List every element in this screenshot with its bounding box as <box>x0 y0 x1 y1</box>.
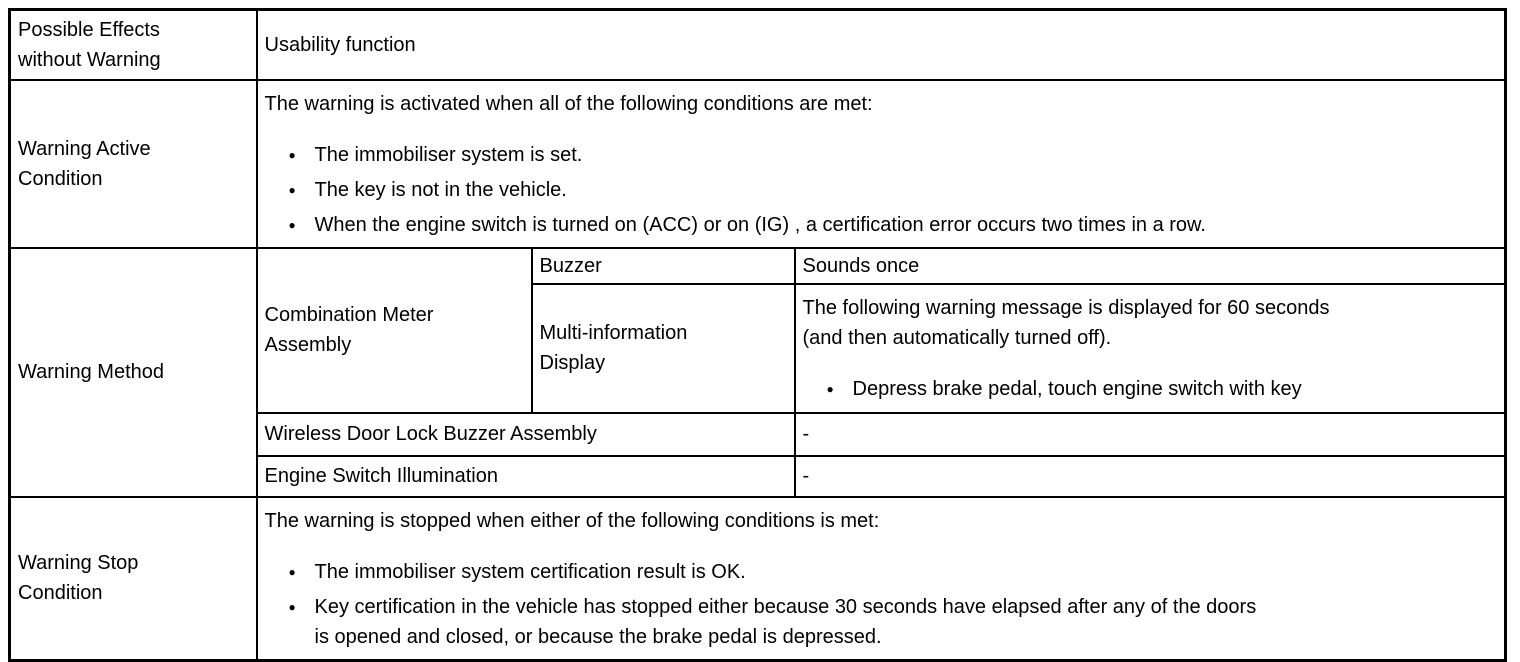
row-possible-effects: Possible Effects without Warning Usabili… <box>8 8 1507 81</box>
row-warning-method-buzzer: Warning Method Combination Meter Assembl… <box>8 246 1507 498</box>
warning-method-label-cell: Warning Method <box>8 246 258 498</box>
warning-active-bullet-list: The immobiliser system is set. The key i… <box>265 140 1498 240</box>
warning-stop-label-cell: Warning Stop Condition <box>8 495 258 661</box>
warning-active-bullet-3: When the engine switch is turned on (ACC… <box>265 210 1498 240</box>
multi-info-label: Multi-information Display <box>539 322 688 374</box>
wireless-door-value: - <box>802 423 810 445</box>
possible-effects-value-cell: Usability function <box>255 8 1507 81</box>
warning-method-label: Warning Method <box>18 361 164 383</box>
possible-effects-value: Usability function <box>264 33 416 56</box>
warning-active-intro: The warning is activated when all of the… <box>264 92 873 115</box>
row-warning-stop-condition: Warning Stop Condition The warning is st… <box>8 495 1507 661</box>
possible-effects-label: Possible Effects without Warning <box>18 18 161 71</box>
warning-stop-label: Warning Stop Condition <box>18 552 139 604</box>
engine-switch-label-cell: Engine Switch Illumination <box>255 454 796 498</box>
buzzer-label: Buzzer <box>539 254 602 277</box>
warning-function-table: Possible Effects without Warning Usabili… <box>8 8 1507 662</box>
wireless-door-label-cell: Wireless Door Lock Buzzer Assembly <box>255 411 796 457</box>
multi-info-intro: The following warning message is display… <box>802 296 1330 349</box>
warning-stop-content-cell: The warning is stopped when either of th… <box>255 495 1507 661</box>
buzzer-label-cell: Buzzer <box>530 246 796 285</box>
warning-active-bullet-2: The key is not in the vehicle. <box>265 175 1498 205</box>
warning-active-label: Warning Active Condition <box>18 137 151 190</box>
row-wireless-door-lock-buzzer: Wireless Door Lock Buzzer Assembly - <box>10 411 1507 457</box>
wireless-door-label: Wireless Door Lock Buzzer Assembly <box>264 423 597 445</box>
warning-active-label-cell: Warning Active Condition <box>8 78 258 249</box>
wireless-door-value-cell: - <box>793 411 1507 457</box>
engine-switch-label: Engine Switch Illumination <box>264 465 498 487</box>
row-engine-switch-illumination: Engine Switch Illumination - <box>10 454 1507 498</box>
buzzer-value-cell: Sounds once <box>793 246 1507 285</box>
engine-switch-value: - <box>802 465 810 487</box>
engine-switch-value-cell: - <box>793 454 1507 498</box>
combination-meter-label-cell: Combination Meter Assembly <box>255 246 533 414</box>
warning-active-bullet-1: The immobiliser system is set. <box>265 140 1498 170</box>
multi-info-content-cell: The following warning message is display… <box>793 282 1507 414</box>
warning-stop-intro: The warning is stopped when either of th… <box>264 509 880 532</box>
buzzer-value: Sounds once <box>802 254 920 277</box>
possible-effects-label-cell: Possible Effects without Warning <box>8 8 258 81</box>
warning-stop-bullet-2: Key certification in the vehicle has sto… <box>265 592 1498 652</box>
row-warning-active-condition: Warning Active Condition The warning is … <box>8 78 1507 249</box>
combination-meter-label: Combination Meter Assembly <box>264 304 434 356</box>
warning-stop-bullet-list: The immobiliser system certification res… <box>265 557 1498 652</box>
warning-active-content-cell: The warning is activated when all of the… <box>255 78 1507 249</box>
multi-info-bullet-list: Depress brake pedal, touch engine switch… <box>803 374 1498 404</box>
row-multi-information-display: Multi-information Display The following … <box>10 282 1507 414</box>
multi-info-label-cell: Multi-information Display <box>530 282 796 414</box>
multi-info-bullet-1: Depress brake pedal, touch engine switch… <box>803 374 1498 404</box>
warning-stop-bullet-1: The immobiliser system certification res… <box>265 557 1498 587</box>
